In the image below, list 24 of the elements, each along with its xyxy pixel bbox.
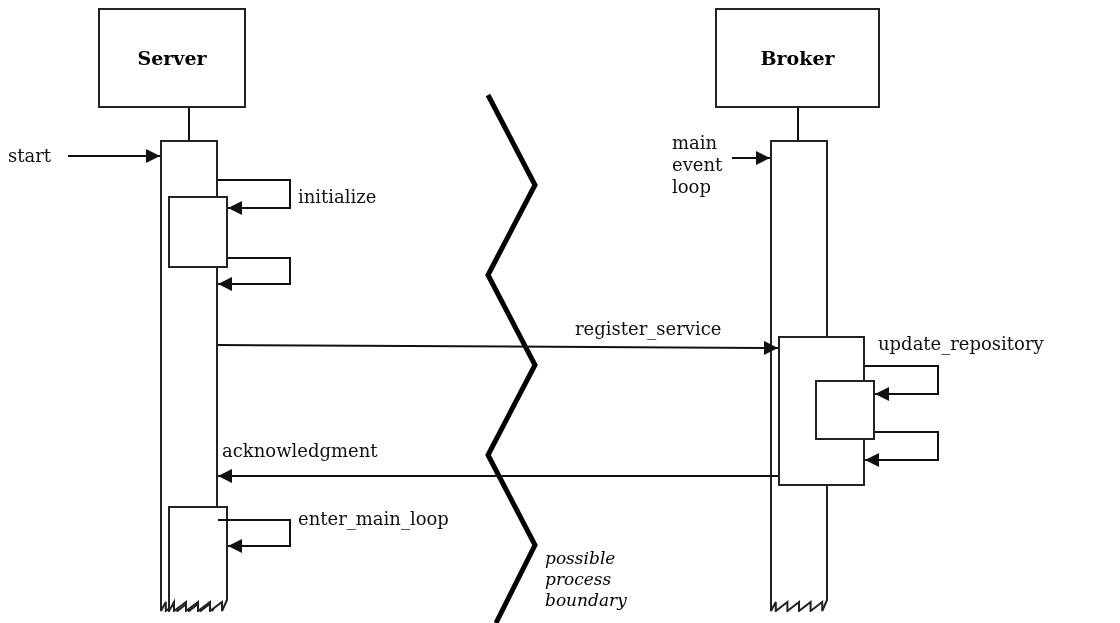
activation-bar [168,506,228,612]
message-label: acknowledgment [222,440,378,461]
arrow [864,431,939,467]
message-label: register_service [575,318,722,339]
arrow [217,179,291,215]
arrow [217,469,779,483]
arrow [864,365,939,401]
message-label: enter_main_loop [298,508,449,529]
arrow [217,257,291,291]
message-label: update_repository [878,333,1044,354]
annotation-text: start [8,145,68,167]
annotation-text: main event loop [672,132,732,202]
lifeline [797,107,799,141]
boundary-note: possible process boundary [545,548,628,611]
activation-box [168,196,228,268]
message-label: initialize [298,186,377,207]
activation-box [815,380,875,440]
lifeline [188,107,190,141]
arrow [217,340,779,355]
participant-box: Server [98,8,246,108]
arrow [731,151,771,165]
arrow [67,149,161,163]
arrow [217,519,291,553]
participant-box: Broker [715,8,880,108]
